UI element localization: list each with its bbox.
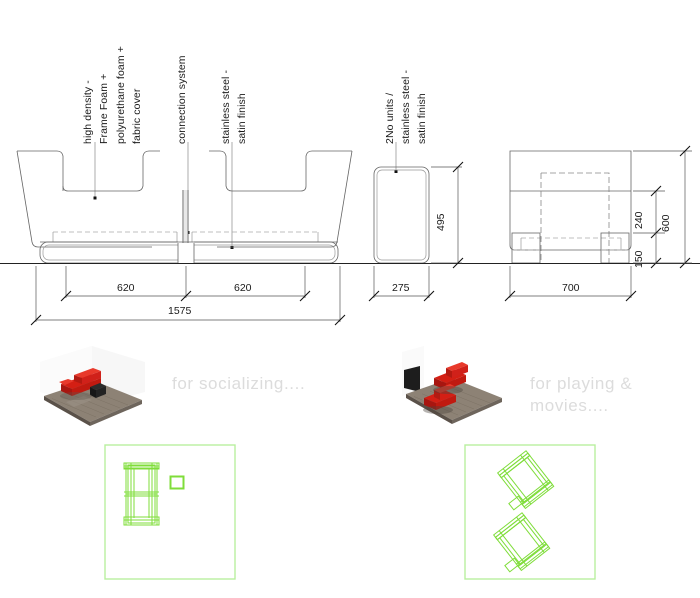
- render-playing: [390, 340, 515, 440]
- annotation-stainless-steel-side: stainless steel -: [400, 69, 412, 144]
- leader-lines: [93, 142, 398, 249]
- dimension-rear-overall-height: 600: [660, 214, 672, 232]
- dimension-front-right-seat: 620: [234, 282, 252, 294]
- dimension-side-height: 495: [435, 213, 447, 231]
- annotation-stainless-steel: stainless steel -: [220, 69, 232, 144]
- caption-playing-line2: movies....: [530, 396, 609, 415]
- annotation-polyurethane-foam: polyurethane foam +: [115, 46, 127, 144]
- caption-playing-line1: for playing &: [530, 374, 633, 393]
- annotation-satin-finish-side: satin finish: [416, 93, 428, 144]
- side-elevation-geometry: [373, 166, 430, 264]
- caption-socializing: for socializing....: [172, 374, 306, 393]
- dimension-front-left-seat: 620: [117, 282, 135, 294]
- annotation-satin-finish: satin finish: [236, 93, 248, 144]
- plan-playing: [464, 444, 596, 580]
- annotation-fabric-cover: fabric cover: [131, 88, 143, 144]
- front-elevation-geometry: [16, 150, 353, 264]
- annotation-frame-foam: Frame Foam +: [98, 73, 110, 144]
- dimension-rear-width: 700: [562, 282, 580, 294]
- annotation-connection-system: connection system: [176, 55, 188, 144]
- dimension-side-depth: 275: [392, 282, 410, 294]
- dimension-front-overall: 1575: [168, 305, 192, 317]
- annotation-high-density: high density -: [82, 80, 94, 144]
- plan-socializing: [104, 444, 236, 580]
- dimension-rear-back-height: 240: [633, 211, 645, 229]
- render-socializing: [30, 340, 155, 440]
- dimension-lines-side: [368, 161, 464, 302]
- annotation-two-no-units: 2No units /: [384, 92, 396, 144]
- dimension-rear-leg-height: 150: [633, 250, 645, 268]
- rear-elevation-geometry: [509, 150, 632, 264]
